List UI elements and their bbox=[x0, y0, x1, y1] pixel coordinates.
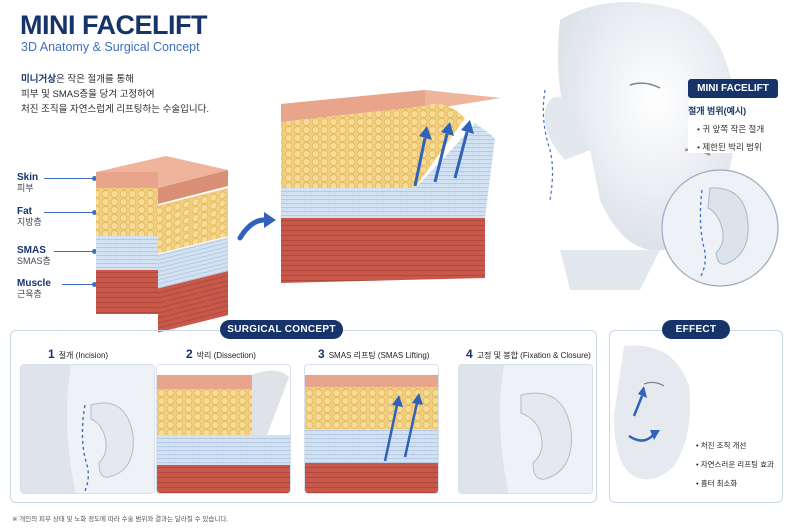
skin-layer bbox=[96, 172, 158, 188]
step-2-image bbox=[156, 364, 291, 494]
step-3-image bbox=[304, 364, 439, 494]
muscle-layer bbox=[96, 270, 158, 314]
tissue-block-small bbox=[96, 156, 228, 333]
intro-line-3: 처진 조직을 자연스럽게 리프팅하는 수술입니다. bbox=[21, 104, 209, 115]
effect-item-3: • 흉터 최소화 bbox=[696, 479, 738, 488]
leader-smas bbox=[54, 249, 97, 254]
mf-item-1: • 귀 앞쪽 작은 절개 bbox=[697, 124, 765, 134]
intro-bold-term: 미니거상 bbox=[21, 74, 56, 85]
incision-range-label: 절개 범위(예시) bbox=[688, 106, 747, 116]
ear-zoom-circle bbox=[661, 169, 779, 287]
tissue-block-lifted bbox=[281, 90, 501, 283]
page-subtitle: 3D Anatomy & Surgical Concept bbox=[21, 40, 200, 54]
surgical-concept-heading: SURGICAL CONCEPT bbox=[220, 320, 343, 339]
arrow-right-icon bbox=[237, 212, 276, 241]
effect-item-1: • 처진 조직 개선 bbox=[696, 441, 747, 450]
leader-skin bbox=[44, 176, 97, 181]
mini-facelift-heading: MINI FACELIFT bbox=[688, 79, 778, 98]
intro-line-1: 은 작은 절개를 통해 bbox=[55, 74, 134, 85]
intro-line-2: 피부 및 SMAS층을 당겨 고정하여 bbox=[21, 89, 155, 100]
step-4-image bbox=[458, 364, 593, 494]
step-1-image bbox=[20, 364, 155, 494]
footnote: ※ 개인의 피부 상태 및 노화 정도에 따라 수술 범위와 결과는 달라질 수… bbox=[12, 516, 229, 523]
intro-text: 미니거상은 작은 절개를 통해 피부 및 SMAS층을 당겨 고정하여 처진 조… bbox=[21, 72, 209, 117]
mf-item-2: • 제한된 박리 범위 bbox=[697, 142, 762, 152]
layer-label-smas: SMAS SMAS층 bbox=[17, 245, 51, 266]
mini-facelift-box: MINI FACELIFT 절개 범위(예시) • 귀 앞쪽 작은 절개 • 제… bbox=[688, 79, 778, 153]
layer-label-muscle: Muscle 근육층 bbox=[17, 278, 51, 299]
effect-heading: EFFECT bbox=[662, 320, 730, 339]
page-title: MINI FACELIFT bbox=[20, 10, 207, 40]
layer-label-skin: Skin 피부 bbox=[17, 172, 39, 193]
leader-fat bbox=[44, 210, 97, 215]
leader-muscle bbox=[62, 282, 97, 287]
smas-layer bbox=[96, 236, 158, 270]
effect-item-2: • 자연스러운 리프팅 효과 bbox=[696, 460, 774, 469]
layer-label-fat: Fat 지방층 bbox=[17, 206, 42, 227]
fat-layer bbox=[96, 188, 158, 236]
effect-face-image bbox=[614, 345, 690, 480]
